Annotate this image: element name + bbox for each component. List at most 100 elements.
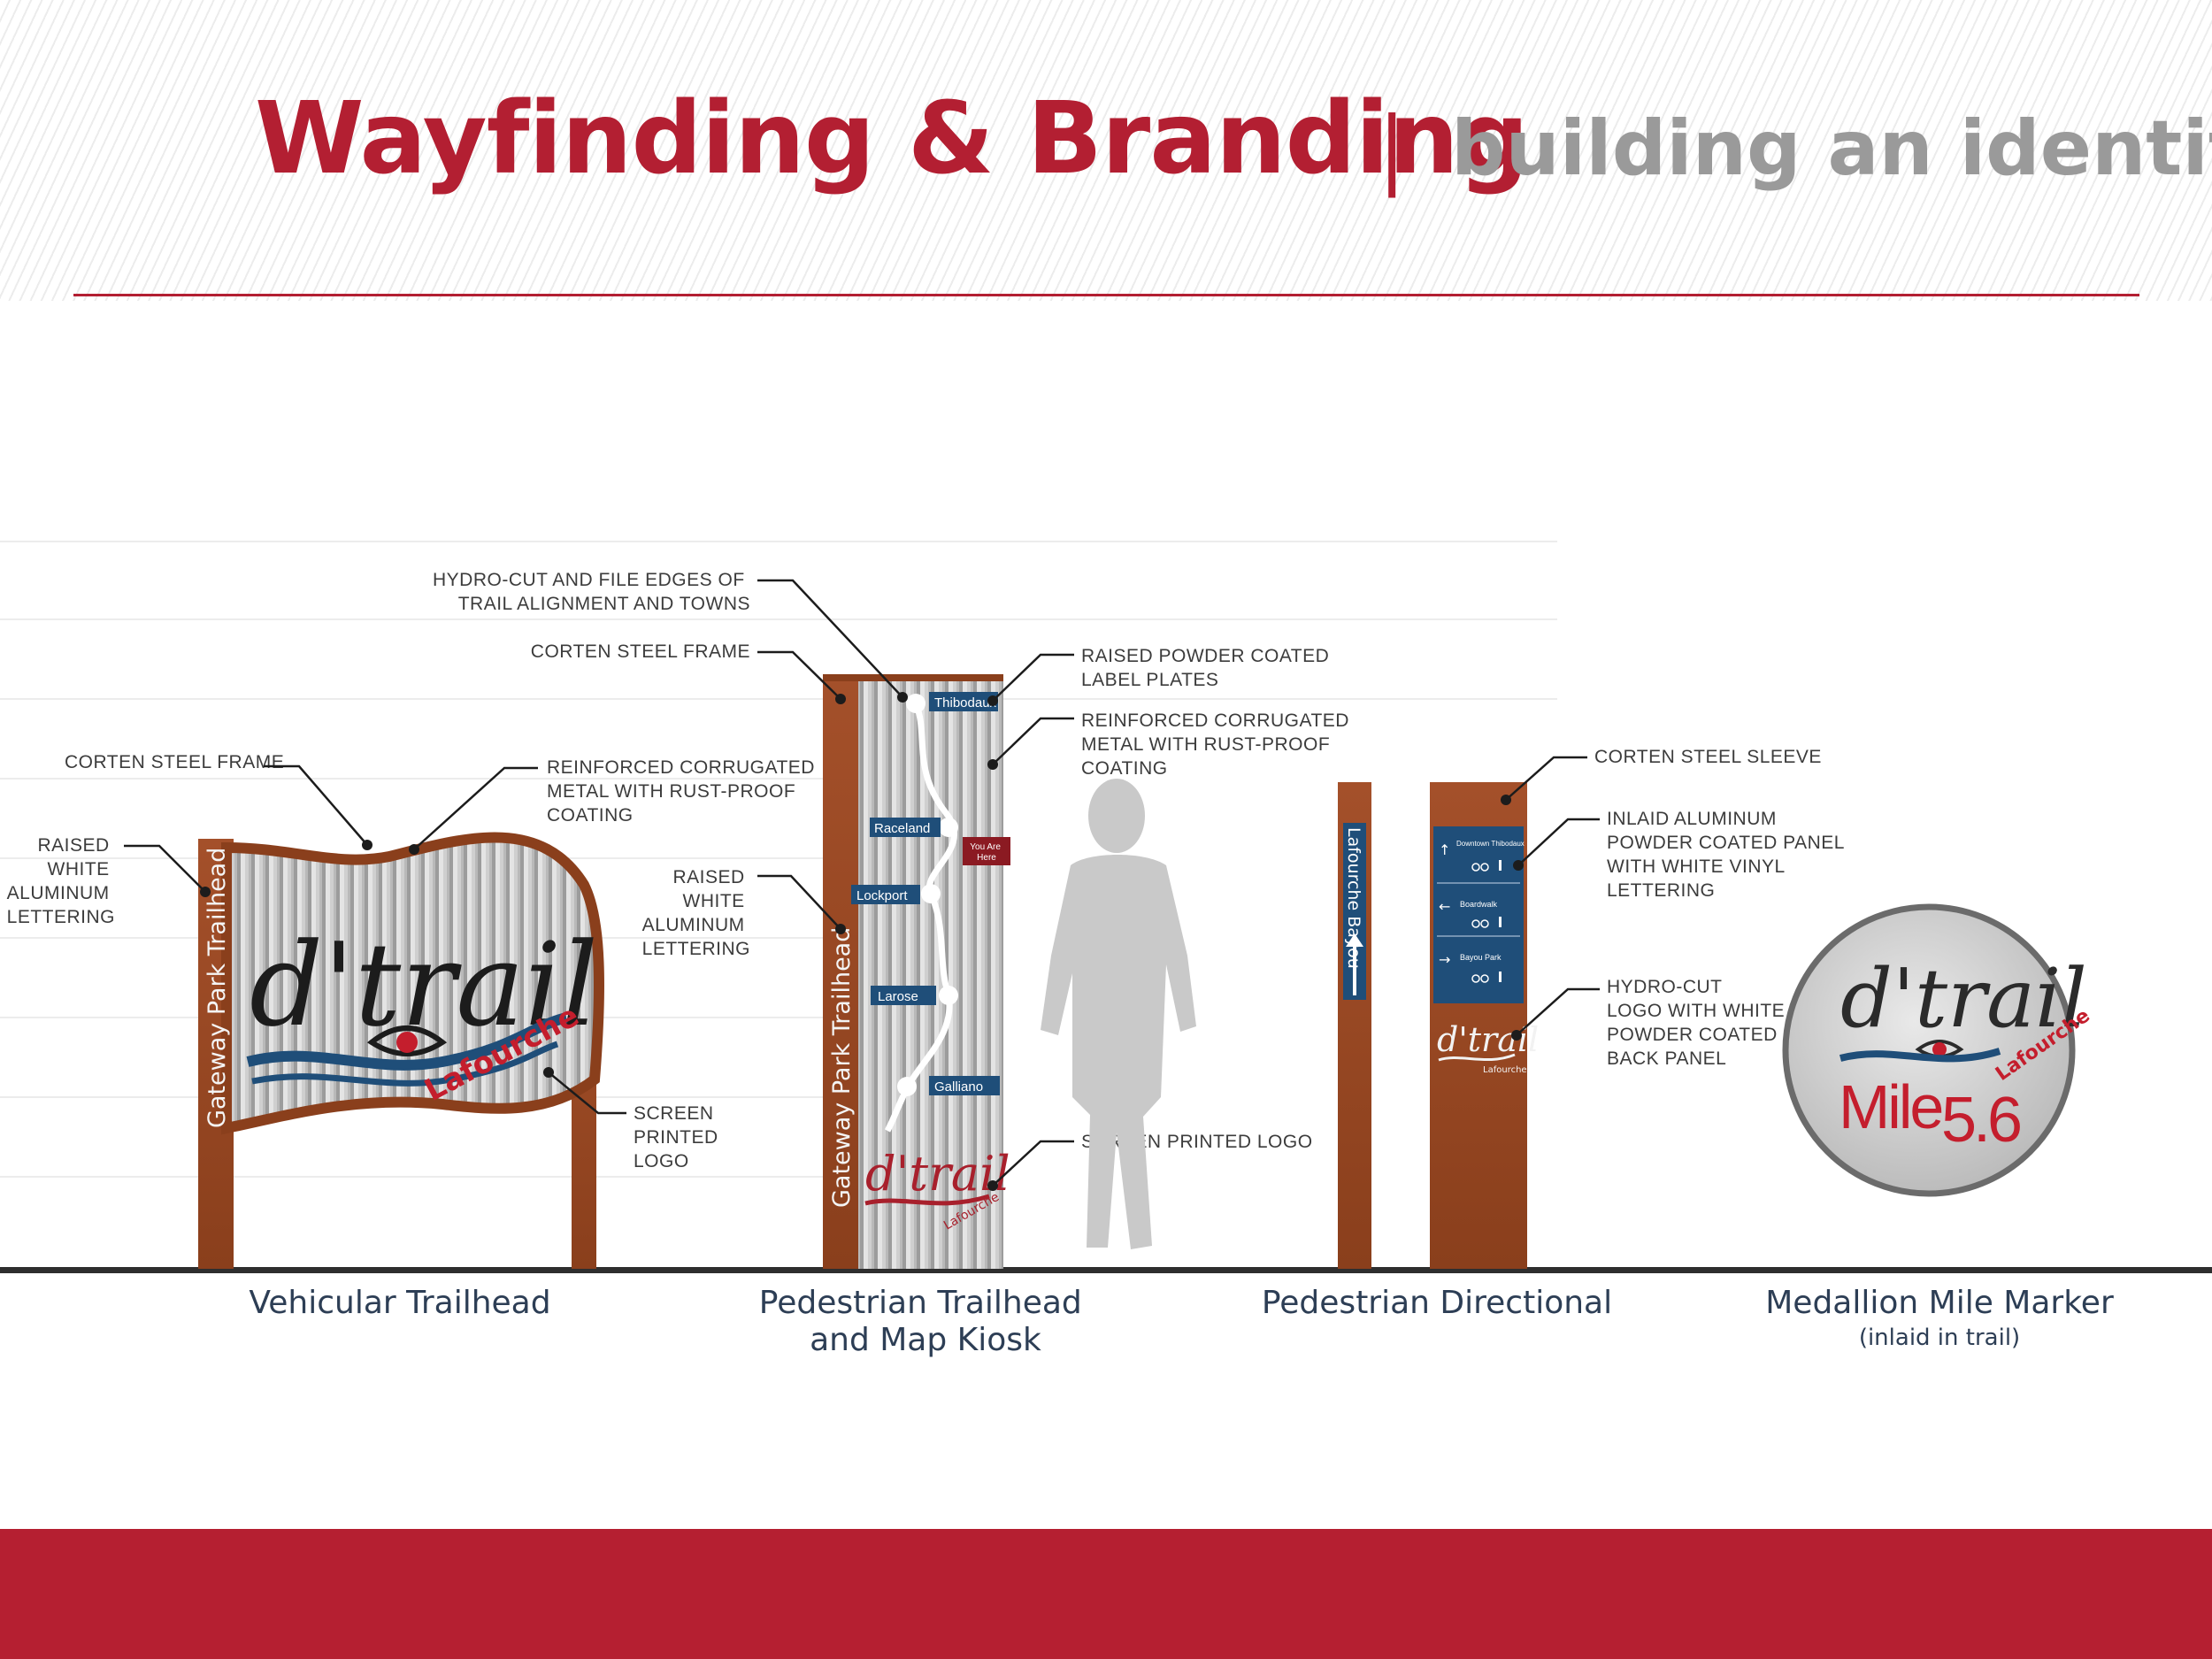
medallion-mile-marker: d'trail Lafourche Mile 5.6: [1782, 903, 2094, 1197]
kiosk-town-label-4: Larose: [878, 989, 918, 1004]
medallion-logo-wave: [1839, 1048, 2001, 1063]
callout-vehicular-screen-logo-line-3: LOGO: [634, 1151, 689, 1171]
kiosk-frame-top: [823, 674, 1003, 681]
kiosk-town-node-1: [906, 694, 926, 713]
callout-vehicular-screen-logo-line-2: PRINTED: [634, 1127, 718, 1148]
callout-kiosk-lettering-line-2: WHITE: [683, 891, 745, 911]
callout-kiosk-lettering-line-1: RAISED: [672, 867, 744, 887]
kiosk-logo-wave: [864, 1194, 990, 1206]
pedestrian-kiosk-sign: Gateway Park Trailhead Thibodaux Racelan…: [823, 674, 1010, 1269]
kiosk-town-node-4: [939, 986, 958, 1005]
kiosk-town-label-2: Raceland: [874, 821, 930, 836]
caption-vehicular: Vehicular Trailhead: [249, 1285, 550, 1321]
kiosk-town-label-5: Galliano: [934, 1079, 983, 1094]
callout-kiosk-label-plates: RAISED POWDER COATED LABEL PLATES: [1081, 646, 1335, 690]
directional-logo-sub: Lafourche: [1483, 1065, 1527, 1075]
callout-kiosk-corrugated-line-1: REINFORCED CORRUGATED: [1081, 710, 1349, 731]
kiosk-you-are-here-line-1: You Are: [970, 842, 1001, 852]
callout-kiosk-lettering: RAISED WHITE ALUMINUM LETTERING: [642, 867, 750, 959]
vehicular-trailhead-sign: Gateway Park Trailhead d'trail Lafourche: [198, 832, 604, 1269]
callout-directional-logo-line-3: POWDER COATED: [1607, 1025, 1778, 1045]
directional-bike-walk-icons: [1471, 860, 1502, 983]
callout-vehicular-lettering-line-3: ALUMINUM: [7, 883, 110, 903]
callout-kiosk-hydro-cut-line-1: HYDRO-CUT AND FILE EDGES OF: [433, 570, 745, 590]
callout-directional-panel-line-2: POWDER COATED PANEL: [1607, 833, 1844, 853]
directional-arrow-1: ↑: [1439, 841, 1450, 858]
callout-vehicular-screen-logo-line-1: SCREEN: [634, 1103, 714, 1124]
directional-arrow-3: →: [1439, 951, 1450, 968]
person-scale-silhouette: [1041, 779, 1196, 1249]
directional-callouts: CORTEN STEEL SLEEVE INLAID ALUMINUM POWD…: [1501, 747, 1850, 1069]
callout-vehicular-lettering-line-1: RAISED: [37, 835, 109, 856]
medallion-logo: d'trail: [1840, 951, 2087, 1046]
directional-panel: [1433, 826, 1524, 1003]
kiosk-frame-post: [823, 674, 858, 1269]
kiosk-town-label-1: Thibodaux: [934, 695, 997, 710]
header-banner: Wayfinding & Branding | building an iden…: [0, 0, 2212, 301]
ground-line: [0, 1267, 2212, 1273]
callout-vehicular-lettering-line-4: LETTERING: [7, 907, 115, 927]
kiosk-post-text: Gateway Park Trailhead: [828, 927, 856, 1208]
vehicular-logo-eye: [366, 1025, 448, 1056]
callout-directional-logo-line-2: LOGO WITH WHITE: [1607, 1001, 1785, 1021]
callout-kiosk-label-plates-line-1: RAISED POWDER COATED: [1081, 646, 1329, 666]
callout-directional-panel-line-4: LETTERING: [1607, 880, 1715, 901]
kiosk-you-are-here-line-2: Here: [977, 853, 996, 863]
callout-directional-sleeve: CORTEN STEEL SLEEVE: [1594, 747, 1822, 767]
callout-vehicular-corrugated: REINFORCED CORRUGATED METAL WITH RUST-PR…: [547, 757, 820, 826]
page-subtitle: building an identity: [1451, 104, 2212, 193]
callout-vehicular-screen-logo: SCREEN PRINTED LOGO: [634, 1103, 724, 1171]
callout-vehicular-corrugated-line-1: REINFORCED CORRUGATED: [547, 757, 815, 778]
callout-vehicular-lettering-line-2: WHITE: [48, 859, 110, 879]
callout-directional-panel-line-3: WITH WHITE VINYL: [1607, 856, 1785, 877]
callout-kiosk-corten-frame: CORTEN STEEL FRAME: [531, 641, 750, 662]
callout-vehicular-corrugated-line-2: METAL WITH RUST-PROOF: [547, 781, 795, 802]
medallion-logo-eye-iris: [1932, 1042, 1947, 1056]
kiosk-town-node-2: [939, 818, 958, 837]
vehicular-logo-wave: [246, 1012, 568, 1071]
caption-kiosk-line-2: and Map Kiosk: [810, 1322, 1041, 1358]
kiosk-you-are-here-plate: [963, 837, 1010, 865]
callout-kiosk-corrugated: REINFORCED CORRUGATED METAL WITH RUST-PR…: [1081, 710, 1355, 779]
medallion-mile-number: 5.6: [1941, 1085, 2020, 1156]
medallion-disc: [1782, 903, 2076, 1197]
callout-kiosk-label-plates-line-2: LABEL PLATES: [1081, 670, 1218, 690]
captions: Vehicular Trailhead Pedestrian Trailhead…: [249, 1285, 2114, 1358]
kiosk-logo: d'trail: [865, 1146, 1010, 1202]
callout-directional-panel: INLAID ALUMINUM POWDER COATED PANEL WITH…: [1607, 809, 1850, 901]
callout-kiosk-hydro-cut: HYDRO-CUT AND FILE EDGES OF TRAIL ALIGNM…: [433, 570, 750, 614]
header-rule: [73, 294, 2139, 296]
callout-kiosk-hydro-cut-line-2: TRAIL ALIGNMENT AND TOWNS: [458, 594, 750, 614]
footer-band: [0, 1529, 2212, 1659]
medallion-mile-label: Mile: [1839, 1072, 1941, 1141]
vehicular-callouts: CORTEN STEEL FRAME RAISED WHITE ALUMINUM…: [7, 752, 820, 1171]
kiosk-town-label-3: Lockport: [856, 888, 908, 903]
callout-directional-panel-line-1: INLAID ALUMINUM: [1607, 809, 1777, 829]
callout-kiosk-corrugated-line-2: METAL WITH RUST-PROOF: [1081, 734, 1330, 755]
subcaption-medallion: (inlaid in trail): [1859, 1325, 2020, 1351]
vehicular-logo-wave-2: [251, 1041, 559, 1087]
callout-directional-logo-line-1: HYDRO-CUT: [1607, 977, 1722, 997]
page-title: Wayfinding & Branding: [255, 81, 1529, 196]
callout-vehicular-lettering: RAISED WHITE ALUMINUM LETTERING: [7, 835, 115, 927]
directional-arrow-2: ←: [1439, 898, 1450, 915]
callout-kiosk-lettering-line-3: ALUMINUM: [642, 915, 745, 935]
directional-post-text: Lafourche Bayou: [1344, 827, 1363, 969]
kiosk-town-node-5: [897, 1077, 917, 1096]
callout-kiosk-corrugated-line-3: COATING: [1081, 758, 1168, 779]
callout-vehicular-corten-frame: CORTEN STEEL FRAME: [65, 752, 284, 772]
callout-directional-logo-line-4: BACK PANEL: [1607, 1048, 1726, 1069]
directional-destination-1: Downtown Thibodaux: [1456, 840, 1525, 848]
vehicular-logo-eye-iris: [396, 1032, 418, 1053]
kiosk-you-are-here: You Are Here: [970, 842, 1002, 863]
title-separator: |: [1378, 99, 1407, 198]
directional-destination-3: Bayou Park: [1460, 953, 1502, 962]
directional-destination-2: Boardwalk: [1460, 900, 1498, 909]
callout-directional-logo: HYDRO-CUT LOGO WITH WHITE POWDER COATED …: [1607, 977, 1791, 1069]
caption-medallion: Medallion Mile Marker: [1765, 1285, 2114, 1321]
pedestrian-directional-sign: Lafourche Bayou ↑ Downtown Thibodaux ← B…: [1338, 782, 1539, 1269]
directional-logo: d'trail: [1437, 1020, 1539, 1059]
caption-kiosk: Pedestrian Trailhead and Map Kiosk: [759, 1285, 1092, 1358]
callout-vehicular-corrugated-line-3: COATING: [547, 805, 634, 826]
